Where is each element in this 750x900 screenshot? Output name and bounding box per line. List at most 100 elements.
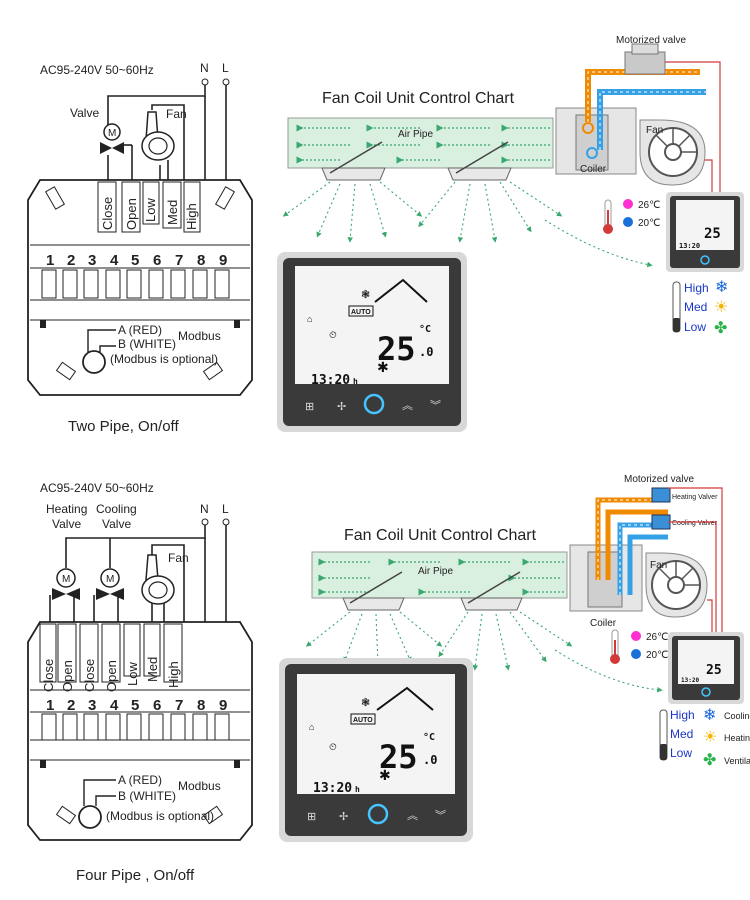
top-n-label: N xyxy=(200,61,209,75)
bottom-red-wire xyxy=(668,487,723,635)
top-vent-icon: ✤ xyxy=(714,320,727,337)
bottom-cooling-valve-label: Cooling xyxy=(96,502,137,516)
bottom-modbus: A (RED) Modbus B (WHITE) (Modbus is opti… xyxy=(78,773,221,829)
bottom-red-wire-2 xyxy=(668,521,717,635)
svg-text:Low: Low xyxy=(143,198,158,222)
svg-text:8: 8 xyxy=(197,252,205,269)
top-fan-label: Fan xyxy=(166,107,187,121)
svg-text:(Modbus is optional): (Modbus is optional) xyxy=(110,352,218,366)
top-l-terminal xyxy=(222,78,230,86)
svg-text:1: 1 xyxy=(46,697,54,714)
top-terminal-labels: Close Open Low Med High xyxy=(97,181,201,233)
svg-text:4: 4 xyxy=(110,252,119,269)
bottom-air-pipe: Air Pipe xyxy=(305,551,663,693)
svg-text:High: High xyxy=(184,203,199,230)
bottom-small-thermostat: 25 13:20 xyxy=(668,632,744,704)
svg-text:High: High xyxy=(684,281,709,295)
svg-text:13:20: 13:20 xyxy=(311,373,350,388)
svg-text:5: 5 xyxy=(131,252,139,269)
bottom-heating-valve-label: Heating xyxy=(46,502,87,516)
top-chart-title: Fan Coil Unit Control Chart xyxy=(322,90,515,107)
bottom-section: AC95-240V 50~60Hz N L Heating Valve Cool… xyxy=(27,474,750,884)
svg-text:︽: ︽ xyxy=(402,400,413,412)
svg-text:2: 2 xyxy=(67,697,75,714)
svg-text:✱: ✱ xyxy=(377,359,389,375)
top-air-pipe: Air Pipe xyxy=(282,117,653,268)
svg-text:Air Pipe: Air Pipe xyxy=(398,129,433,140)
svg-text:Cooling: Cooling xyxy=(724,711,750,721)
svg-text:⏲: ⏲ xyxy=(329,330,337,341)
svg-text:3: 3 xyxy=(88,697,96,714)
svg-text:High: High xyxy=(670,708,695,722)
top-speed-legend: High Med Low ❄ ☀ ✤ xyxy=(672,279,728,337)
top-supply-label: AC95-240V 50~60Hz xyxy=(40,63,154,77)
svg-text:Modbus: Modbus xyxy=(178,329,221,343)
svg-text:High: High xyxy=(166,661,181,688)
svg-text:⊞: ⊞ xyxy=(307,811,316,823)
svg-text:.0: .0 xyxy=(423,753,437,767)
top-motorized-valve: Motorized valve xyxy=(616,35,686,75)
bottom-cooling-valve-icon: M xyxy=(96,568,124,600)
top-section: AC95-240V 50~60Hz N L M Valve xyxy=(27,35,744,435)
svg-text:5: 5 xyxy=(131,697,139,714)
svg-text:7: 7 xyxy=(175,252,183,269)
top-sun-icon: ☀ xyxy=(714,299,728,316)
svg-text:Motorized valve: Motorized valve xyxy=(616,35,686,46)
svg-text:26℃: 26℃ xyxy=(638,200,660,211)
svg-text:Med: Med xyxy=(145,657,160,682)
svg-text:6: 6 xyxy=(153,697,161,714)
svg-text:︽: ︽ xyxy=(407,810,418,822)
bottom-sun-icon: ☀ xyxy=(703,729,717,746)
svg-text:Open: Open xyxy=(60,660,75,692)
svg-text:1: 1 xyxy=(46,252,54,269)
svg-text:25: 25 xyxy=(706,663,722,678)
bottom-pipes xyxy=(595,497,668,595)
svg-text:⊞: ⊞ xyxy=(305,401,314,413)
svg-text:6: 6 xyxy=(153,252,161,269)
bottom-speed-legend: High Med Low ❄ ☀ ✤ Cooling Heating Venti… xyxy=(659,707,750,769)
svg-text:M: M xyxy=(106,574,114,585)
svg-text:26℃: 26℃ xyxy=(646,632,668,643)
top-red-wire-2 xyxy=(705,159,713,192)
bottom-snowflake-icon: ❄ xyxy=(703,707,716,724)
svg-text:7: 7 xyxy=(175,697,183,714)
bottom-terminal-labels: Close Open Close Open Low Med High xyxy=(39,623,183,692)
svg-text:B (WHITE): B (WHITE) xyxy=(118,337,176,351)
svg-text:Open: Open xyxy=(104,660,119,692)
svg-text:25: 25 xyxy=(704,226,721,242)
svg-text:Low: Low xyxy=(670,746,692,760)
bottom-supply-label: AC95-240V 50~60Hz xyxy=(40,481,154,495)
top-thermostat: ⌂ ⏲ ❃ AUTO 25 .0 °C ✱ 13:20 h ⊞ ✢ ︽ ︾ xyxy=(277,252,467,432)
bottom-fan-label: Fan xyxy=(168,551,189,565)
svg-text:Valve: Valve xyxy=(52,517,81,531)
svg-text:⌂: ⌂ xyxy=(309,722,314,732)
svg-text:AUTO: AUTO xyxy=(353,717,373,724)
svg-text:Med: Med xyxy=(670,727,693,741)
top-n-terminal xyxy=(201,78,209,86)
svg-text:9: 9 xyxy=(219,252,227,269)
svg-text:Cooling Valver: Cooling Valver xyxy=(672,520,718,527)
top-temp-legend: 26℃ 20℃ xyxy=(603,199,660,234)
svg-text:13:20: 13:20 xyxy=(679,242,700,250)
top-small-thermostat: 25 13:20 xyxy=(666,192,744,272)
svg-text:Low: Low xyxy=(684,320,706,334)
svg-text:⌂: ⌂ xyxy=(307,314,312,324)
svg-text:❃: ❃ xyxy=(361,289,370,301)
top-snowflake-icon: ❄ xyxy=(715,279,728,296)
bottom-motorized-valves: Motorized valve Heating Valver Cooling V… xyxy=(624,474,718,530)
bottom-heating-valve-icon: M xyxy=(52,568,80,600)
svg-text:Heating: Heating xyxy=(724,733,750,743)
svg-text:4: 4 xyxy=(110,697,119,714)
svg-text:8: 8 xyxy=(197,697,205,714)
svg-text:✱: ✱ xyxy=(379,767,391,783)
svg-text:3: 3 xyxy=(88,252,96,269)
svg-text:Med: Med xyxy=(684,300,707,314)
svg-text:25: 25 xyxy=(377,330,416,368)
svg-text:✢: ✢ xyxy=(337,401,346,413)
svg-text:Fan: Fan xyxy=(646,125,663,136)
svg-text:25: 25 xyxy=(379,738,418,776)
bottom-fan-icon xyxy=(141,554,175,605)
svg-text:Coiler: Coiler xyxy=(580,164,607,175)
top-fcu: Coiler Fan xyxy=(555,107,706,186)
